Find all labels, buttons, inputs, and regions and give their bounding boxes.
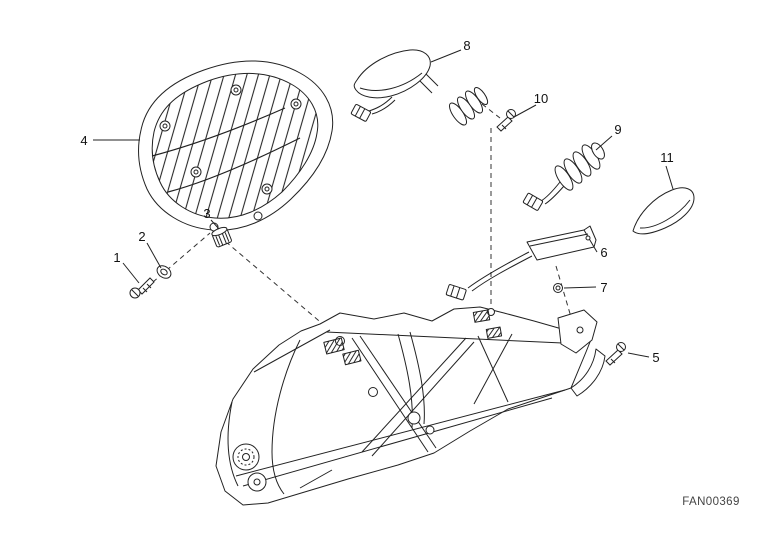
callout-6: 6	[600, 245, 607, 260]
leader-line-11	[665, 165, 674, 190]
leader-line-7	[563, 286, 597, 289]
leader-line-2	[146, 242, 162, 269]
axis-line-screw1-taillight	[145, 232, 211, 289]
leader-line-8	[430, 49, 462, 63]
callout-8: 8	[463, 38, 470, 53]
wiring-connector	[445, 284, 467, 301]
wiring-connector	[350, 104, 371, 122]
subframe-rear-flange	[570, 348, 606, 397]
turn-signal-grommet	[448, 86, 489, 126]
callout-3: 3	[203, 206, 210, 221]
part-10-screw	[496, 109, 516, 132]
turn-signal-lens	[353, 49, 431, 99]
axis-line-taillight-frame	[211, 229, 339, 338]
part-9-turn-signal-stem	[522, 142, 605, 211]
callout-4: 4	[80, 133, 87, 148]
callout-1: 1	[113, 250, 120, 265]
callouts: 1 2 3 4 5 6 7 8 9 10 11	[80, 38, 673, 365]
part-7-bolt	[553, 283, 563, 293]
callout-2: 2	[138, 229, 145, 244]
taillight-finned-face	[151, 73, 319, 219]
part-2-washer	[156, 265, 172, 279]
part-8-turn-signal	[350, 49, 489, 126]
rear-subframe	[215, 306, 606, 506]
plate-light-wire	[467, 251, 530, 289]
leader-line-5	[627, 352, 650, 358]
axis-line-grommet-screw10	[481, 103, 501, 119]
callout-11: 11	[660, 150, 674, 165]
taillight-lower-lug	[253, 211, 263, 221]
diagram-code: FAN00369	[682, 496, 740, 508]
part-3-knurled-nut	[211, 226, 232, 248]
wiring-connector	[522, 192, 544, 211]
leader-line-9	[595, 135, 613, 151]
part-11-turn-signal-lens	[632, 187, 695, 235]
part-5-screw	[605, 342, 626, 366]
part-6-number-plate-light	[445, 225, 597, 301]
callout-5: 5	[652, 350, 659, 365]
turn-signal-wire	[540, 181, 561, 202]
part-4-taillight-assembly	[138, 60, 334, 232]
callout-10: 10	[534, 91, 548, 106]
callout-7: 7	[600, 280, 607, 295]
turn-signal-wire	[368, 96, 393, 112]
callout-9: 9	[614, 122, 621, 137]
adjuster-serrated-wheel	[232, 443, 260, 471]
leader-lines	[93, 49, 674, 358]
leader-line-3	[210, 219, 220, 230]
assembly-axis-lines	[145, 103, 572, 338]
leader-line-10	[513, 104, 537, 118]
leader-line-6	[593, 246, 598, 253]
part-1-screw	[129, 277, 155, 299]
leader-line-1	[122, 262, 140, 284]
